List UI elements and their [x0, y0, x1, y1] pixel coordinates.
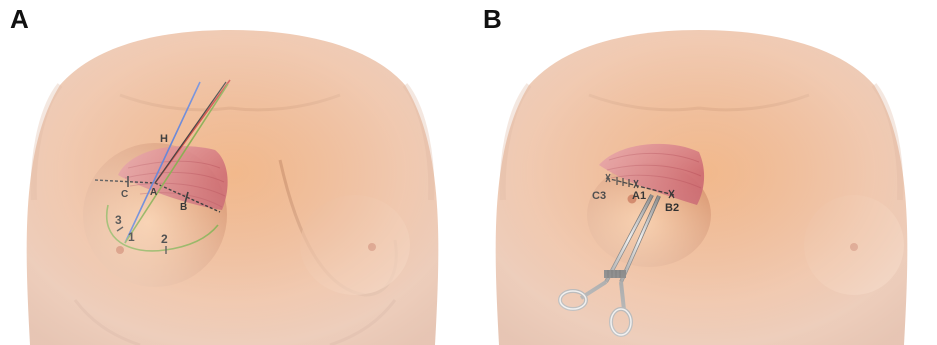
panel-letter-b: B — [483, 4, 502, 35]
panel-letter-a: A — [10, 4, 29, 35]
panel-a: H A B C 1 2 3 A — [0, 0, 468, 345]
illustration-a: H A B C 1 2 3 — [0, 0, 468, 345]
illustration-b: C3 A1 B2 — [469, 0, 937, 345]
panel-b: C3 A1 B2 B — [469, 0, 937, 345]
